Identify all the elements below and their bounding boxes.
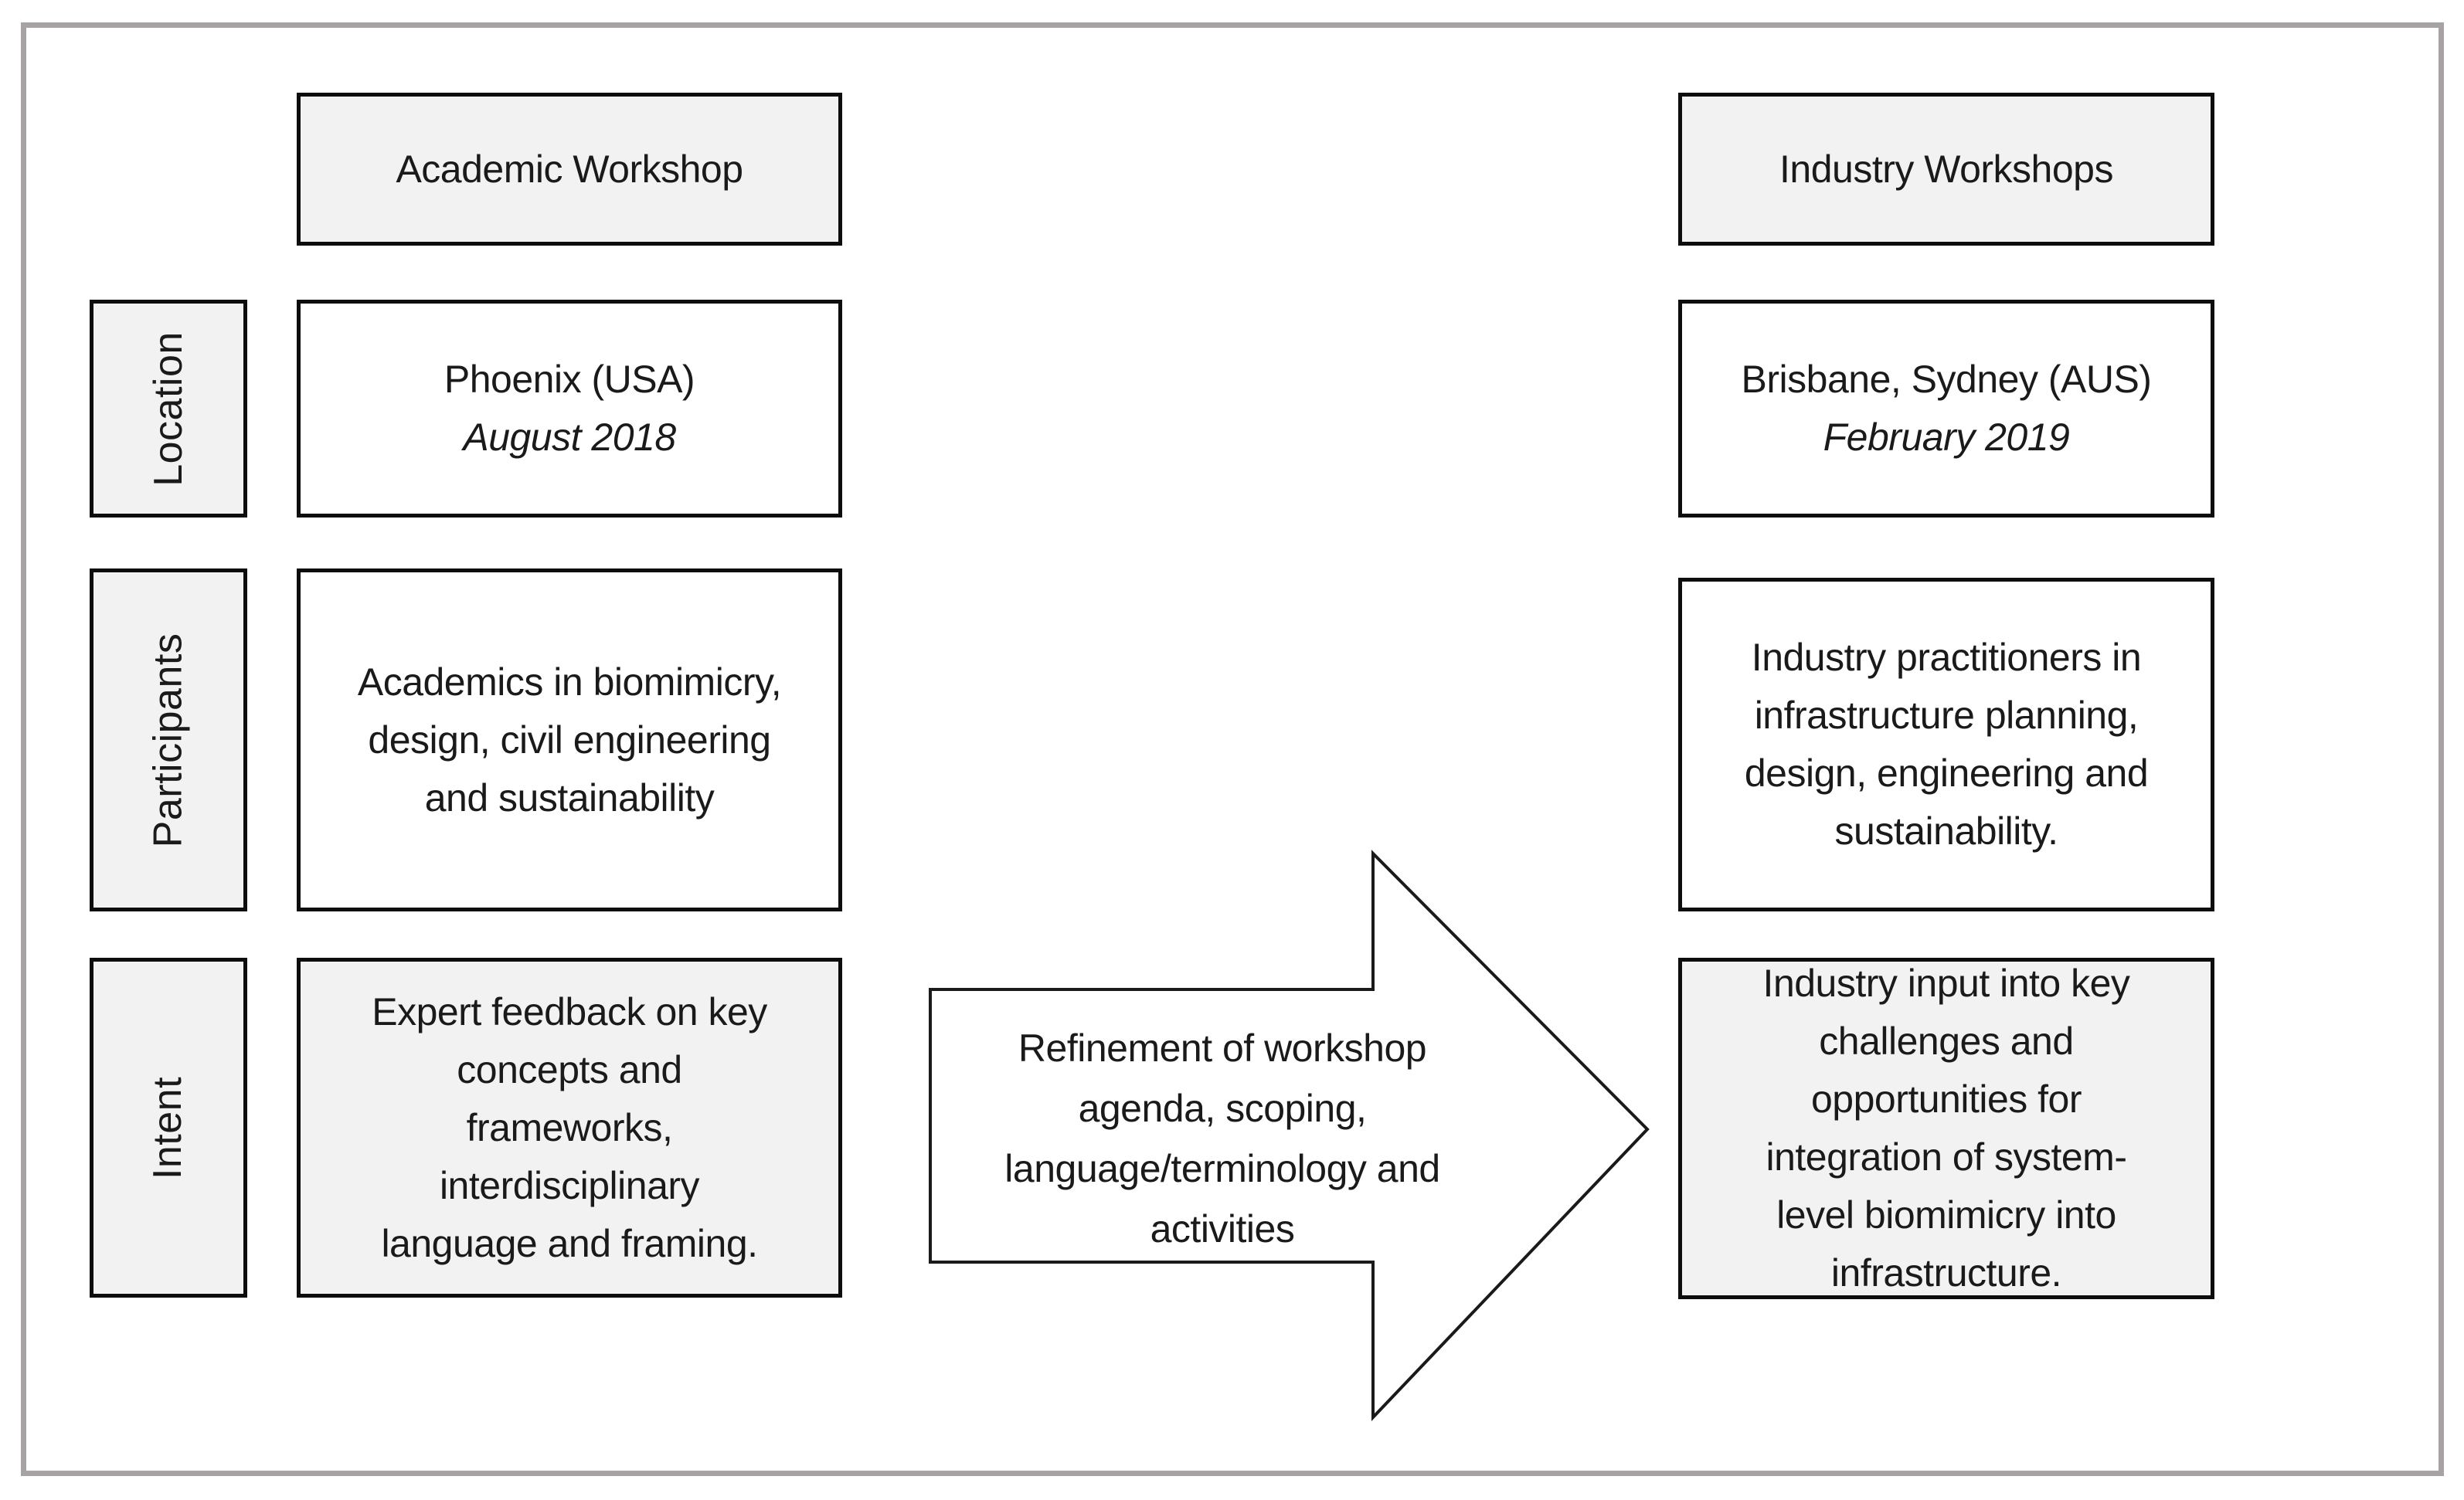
academic-location-box: Phoenix (USA) August 2018 <box>297 300 842 518</box>
industry-participants-line-2: infrastructure planning, <box>1754 694 2139 737</box>
academic-location-place: Phoenix (USA) <box>444 358 695 401</box>
row-label-participants-box: Participants <box>90 568 247 911</box>
row-label-location-box: Location <box>90 300 247 518</box>
academic-participants-line-1: Academics in biomimicry, <box>357 660 782 704</box>
academic-intent-line-1: Expert feedback on key <box>372 989 767 1033</box>
arrow-caption-line-3: language/terminology and <box>1004 1146 1440 1190</box>
industry-participants-line-4: sustainability. <box>1834 809 2058 853</box>
academic-header-box: Academic Workshop <box>297 93 842 246</box>
academic-header-title: Academic Workshop <box>396 147 743 191</box>
academic-participants-line-2: design, civil engineering <box>368 718 771 762</box>
industry-intent-box: Industry input into key challenges and o… <box>1678 958 2214 1299</box>
row-label-location: Location <box>145 331 191 487</box>
arrow-caption: Refinement of workshop agenda, scoping, … <box>960 1001 1485 1275</box>
academic-participants-line-3: and sustainability <box>424 775 715 820</box>
right-arrow-shape <box>929 850 1650 1422</box>
row-label-intent-box: Intent <box>90 958 247 1298</box>
industry-participants-line-1: Industry practitioners in <box>1751 636 2142 679</box>
industry-intent-line-3: opportunities for <box>1810 1077 2082 1121</box>
industry-location-box: Brisbane, Sydney (AUS) February 2019 <box>1678 300 2214 518</box>
academic-intent-line-2: concepts and <box>457 1047 682 1091</box>
industry-location-date: February 2019 <box>1823 416 2070 459</box>
industry-participants-line-3: design, engineering and <box>1744 752 2149 795</box>
industry-intent-line-6: infrastructure. <box>1830 1251 2062 1295</box>
right-arrow-icon <box>929 850 1650 1422</box>
academic-participants-box: Academics in biomimicry, design, civil e… <box>297 568 842 911</box>
industry-intent-line-5: level biomimicry into <box>1776 1193 2116 1237</box>
industry-intent-line-4: integration of system- <box>1766 1135 2127 1179</box>
industry-participants-box: Industry practitioners in infrastructure… <box>1678 578 2214 911</box>
academic-intent-line-5: language and framing. <box>381 1221 758 1265</box>
academic-location-date: August 2018 <box>463 416 676 459</box>
industry-location-place: Brisbane, Sydney (AUS) <box>1741 358 2152 401</box>
arrow-caption-line-4: activities <box>1150 1206 1295 1251</box>
academic-intent-line-4: interdisciplinary <box>439 1163 700 1207</box>
academic-intent-line-3: frameworks, <box>466 1105 673 1149</box>
industry-intent-line-2: challenges and <box>1819 1020 2074 1063</box>
row-label-participants: Participants <box>145 633 191 847</box>
industry-header-title: Industry Workshops <box>1779 147 2113 191</box>
arrow-caption-line-1: Refinement of workshop <box>1018 1026 1427 1070</box>
academic-intent-box: Expert feedback on key concepts and fram… <box>297 958 842 1298</box>
industry-intent-line-1: Industry input into key <box>1762 962 2130 1005</box>
industry-header-box: Industry Workshops <box>1678 93 2214 246</box>
row-label-intent: Intent <box>145 1076 191 1179</box>
arrow-caption-line-2: agenda, scoping, <box>1078 1086 1367 1130</box>
